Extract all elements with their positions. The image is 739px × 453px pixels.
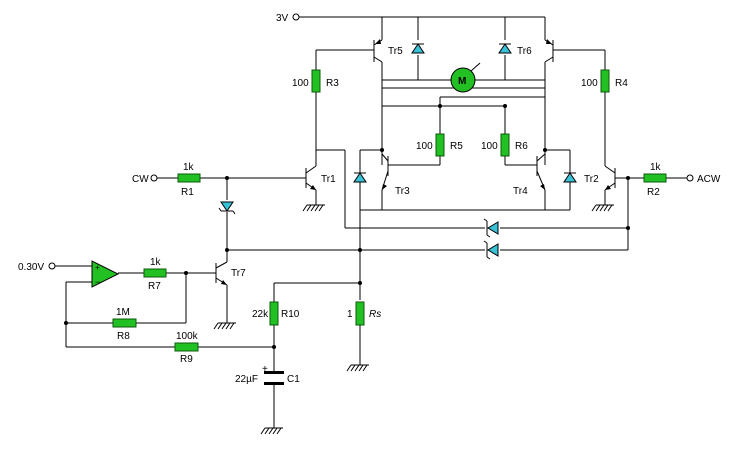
svg-text:+: + [95, 263, 100, 272]
resistor-r9 [174, 342, 199, 352]
acw-terminal [686, 174, 694, 182]
diode-tr4-flyback [563, 172, 577, 183]
r5-ref: R5 [450, 141, 463, 152]
r3-ref: R3 [326, 78, 339, 89]
r10-value: 22k [252, 309, 269, 320]
resistor-r3 [311, 69, 321, 93]
motor [450, 62, 481, 93]
transistor-tr1 [305, 165, 317, 191]
r2-ref: R2 [647, 187, 660, 198]
op-amp: + − [91, 260, 120, 288]
r4-value: 100 [581, 78, 598, 89]
r7-ref: R7 [148, 281, 161, 292]
tr3-label: Tr3 [395, 186, 410, 197]
transistor-tr4 [536, 153, 546, 191]
motor-label: M [458, 76, 466, 87]
r6-value: 100 [481, 141, 498, 152]
resistor-r8 [112, 318, 137, 328]
r8-ref: R8 [117, 331, 130, 342]
resistor-rs [355, 301, 365, 326]
tr7-label: Tr7 [231, 268, 246, 279]
ground-tr1 [302, 204, 326, 212]
r7-value: 1k [150, 257, 162, 268]
diode-tr6-flyback [498, 43, 512, 54]
resistor-r5 [435, 133, 445, 157]
r1-ref: R1 [181, 187, 194, 198]
ground-tr7 [213, 322, 237, 330]
ground-tr2 [591, 204, 615, 212]
diode-cw-input [220, 201, 234, 212]
svg-text:−: − [95, 277, 100, 287]
resistor-r1 [177, 173, 201, 183]
tr4-label: Tr4 [513, 186, 528, 197]
transistor-tr6 [544, 39, 554, 63]
r9-ref: R9 [180, 354, 193, 365]
supply-label: 3V [276, 13, 289, 24]
diode-tr3-flyback [353, 172, 367, 183]
resistor-r7 [143, 268, 167, 278]
r10-ref: R10 [281, 309, 300, 320]
r8-value: 1M [116, 307, 130, 318]
transistor-tr3 [381, 153, 389, 191]
capacitor-c1 [264, 371, 284, 385]
cw-label: CW [132, 174, 149, 185]
r3-value: 100 [292, 78, 309, 89]
tr6-label: Tr6 [517, 46, 532, 57]
tr2-label: Tr2 [584, 174, 599, 185]
rs-ref: Rs [369, 309, 381, 320]
c1-value: 22µF [235, 374, 258, 385]
acw-label: ACW [697, 174, 721, 185]
diode-tr5-flyback [411, 43, 425, 54]
c1-ref: C1 [287, 374, 300, 385]
rs-value: 1 [347, 309, 353, 320]
cw-terminal [150, 174, 158, 182]
tr5-label: Tr5 [388, 46, 403, 57]
resistor-r2 [643, 173, 667, 183]
r1-value: 1k [183, 162, 195, 173]
resistor-r4 [600, 69, 610, 93]
resistor-r6 [500, 133, 510, 157]
c1-polarity: + [262, 364, 268, 375]
transistor-tr5 [373, 39, 383, 63]
transistor-tr7 [215, 261, 228, 286]
voltage-input-terminal [48, 262, 56, 270]
zener-diode-upper [483, 218, 499, 238]
resistor-r10 [269, 301, 279, 326]
r9-value: 100k [176, 331, 199, 342]
r4-ref: R4 [615, 78, 628, 89]
r5-value: 100 [416, 141, 433, 152]
tr1-label: Tr1 [321, 174, 336, 185]
zener-diode-lower [483, 240, 499, 260]
voltage-input-label: 0.30V [18, 262, 44, 273]
r2-value: 1k [650, 162, 662, 173]
ground-rs [346, 364, 370, 372]
supply-terminal [292, 13, 300, 21]
ground-c1 [260, 427, 284, 435]
r6-ref: R6 [515, 141, 528, 152]
transistor-tr2 [604, 165, 617, 191]
junctions [64, 104, 630, 349]
